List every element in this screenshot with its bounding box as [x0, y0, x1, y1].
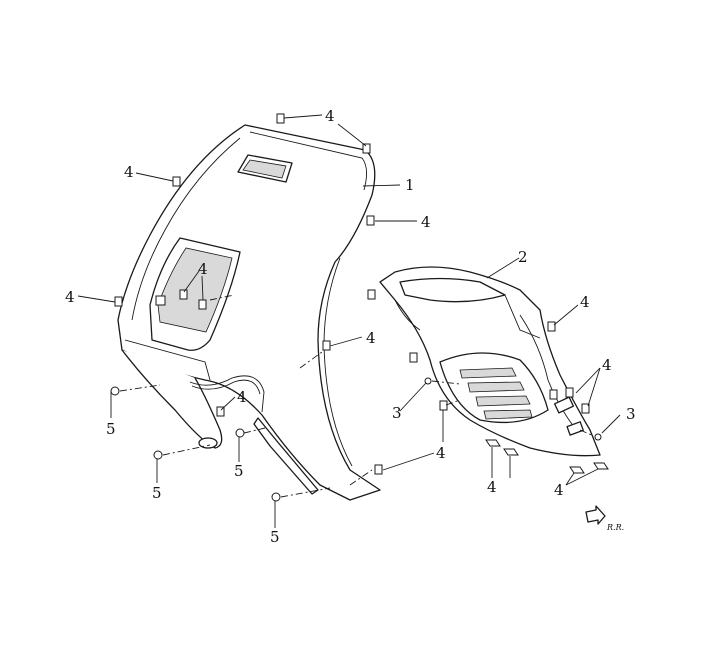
clip — [374, 464, 383, 475]
alignment-lines — [119, 294, 595, 498]
callout-4-cable: 4 — [237, 388, 247, 406]
clip — [439, 400, 448, 411]
clip-group — [114, 113, 609, 475]
direction-label: R.R. — [606, 523, 624, 532]
clip — [216, 406, 225, 417]
screw — [153, 450, 163, 460]
leader-lines — [77, 114, 621, 528]
callout-3-left: 3 — [392, 404, 402, 422]
callout-5-d: 5 — [270, 528, 280, 546]
clip — [367, 289, 376, 300]
clip — [172, 176, 181, 187]
direction-indicator: R.R. — [585, 505, 624, 532]
clip — [569, 466, 585, 474]
clip — [409, 352, 418, 363]
clip — [155, 295, 166, 306]
callout-3-right: 3 — [626, 405, 636, 423]
callout-5-c: 5 — [234, 462, 244, 480]
callout-labels: 1 2 3 3 4 4 4 4 4 4 4 4 4 4 4 4 5 5 5 5 — [65, 107, 636, 546]
clip — [179, 289, 188, 300]
callout-4-lower-center: 4 — [436, 444, 446, 462]
callout-4-middle: 4 — [366, 329, 376, 347]
callout-4-right-top: 4 — [580, 293, 590, 311]
clip — [366, 215, 375, 226]
clip — [547, 321, 556, 332]
clip — [362, 143, 371, 154]
clip — [322, 340, 331, 351]
callout-2: 2 — [518, 248, 528, 266]
clip — [593, 462, 609, 470]
callout-1: 1 — [405, 176, 415, 194]
clip — [198, 299, 207, 310]
clip — [485, 439, 501, 447]
callout-4-left: 4 — [65, 288, 75, 306]
callout-4-right-mid: 4 — [602, 356, 612, 374]
screw — [110, 386, 120, 396]
callout-4-upper-right: 4 — [421, 213, 431, 231]
callout-5-a: 5 — [106, 420, 116, 438]
callout-4-bottom-left: 4 — [487, 478, 497, 496]
front-cover-part-1 — [117, 124, 381, 501]
clip — [581, 403, 590, 414]
screw — [594, 433, 602, 441]
clip — [503, 448, 519, 456]
clip — [276, 113, 285, 124]
screw — [424, 377, 432, 385]
callout-4-opening: 4 — [198, 260, 208, 278]
callout-4-bottom-right: 4 — [554, 481, 564, 499]
clip — [565, 387, 574, 398]
direction-arrow-icon — [585, 505, 606, 525]
lower-cover-part-2 — [379, 266, 601, 457]
screw — [271, 492, 281, 502]
callout-4-upper-left: 4 — [124, 163, 134, 181]
callout-4-top: 4 — [325, 107, 335, 125]
screw-group — [110, 377, 602, 502]
clip — [549, 389, 558, 400]
screw — [235, 428, 245, 438]
callout-5-b: 5 — [152, 484, 162, 502]
clip — [114, 296, 123, 307]
